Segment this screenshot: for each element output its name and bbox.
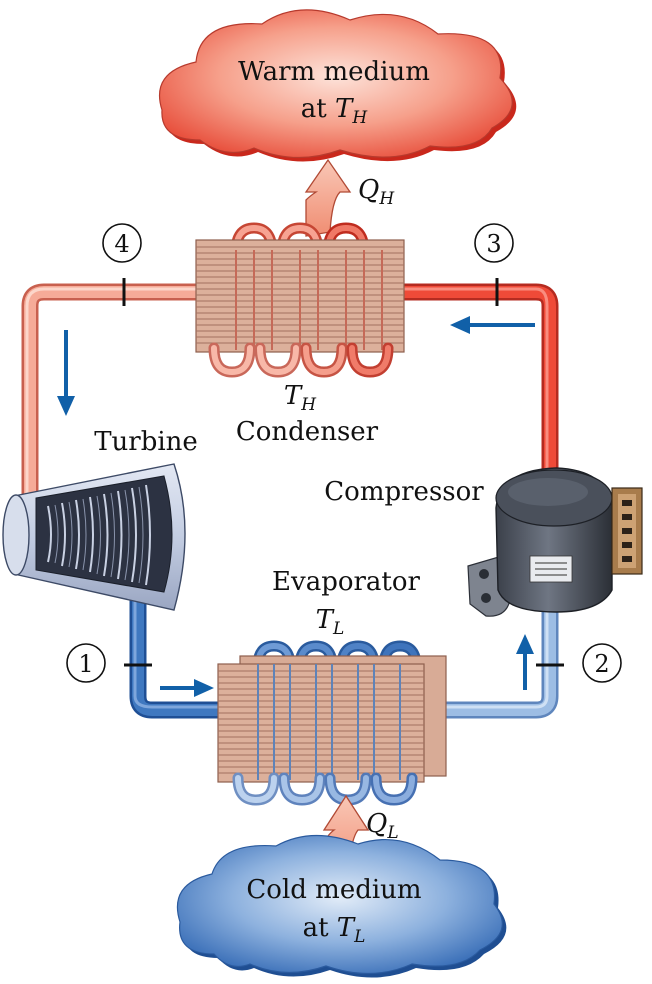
- evaporator-label: Evaporator: [272, 567, 420, 597]
- cold-medium-cloud: Cold medium at TL: [176, 834, 507, 978]
- condenser-temp-label: TH: [284, 381, 317, 415]
- heat-out-label: QH: [358, 175, 395, 209]
- compressor-unit: [467, 467, 643, 617]
- cold-medium-label: Cold medium: [246, 875, 421, 905]
- state-marker-2: 2: [536, 643, 622, 683]
- warm-medium-label: Warm medium: [238, 57, 430, 87]
- cold-medium-temp: at TL: [303, 913, 366, 947]
- compressor-label: Compressor: [324, 477, 484, 507]
- state-label-2: 2: [594, 650, 609, 678]
- condenser-label: Condenser: [236, 417, 379, 447]
- state-marker-4: 4: [102, 223, 142, 306]
- flow-arrow-down: [57, 330, 75, 416]
- turbine-label: Turbine: [94, 427, 198, 457]
- evaporator-temp-label: TL: [316, 605, 345, 639]
- state-label-3: 3: [486, 230, 501, 258]
- flow-arrow-left: [450, 316, 535, 334]
- turbine-unit: [2, 463, 186, 611]
- state-label-1: 1: [78, 650, 93, 678]
- evaporator-unit: [217, 640, 447, 806]
- pipe-compressor-to-condenser: [391, 283, 559, 479]
- state-marker-3: 3: [474, 223, 514, 306]
- heat-in-label: QL: [366, 809, 399, 843]
- flow-arrow-right: [160, 679, 214, 697]
- warm-medium-temp: at TH: [301, 94, 369, 128]
- condenser-unit: [195, 222, 405, 378]
- warm-medium-cloud: Warm medium at TH: [158, 9, 517, 162]
- flow-arrow-up: [516, 634, 534, 690]
- state-marker-1: 1: [66, 643, 152, 683]
- state-label-4: 4: [114, 230, 129, 258]
- heat-out-arrow: [304, 158, 352, 237]
